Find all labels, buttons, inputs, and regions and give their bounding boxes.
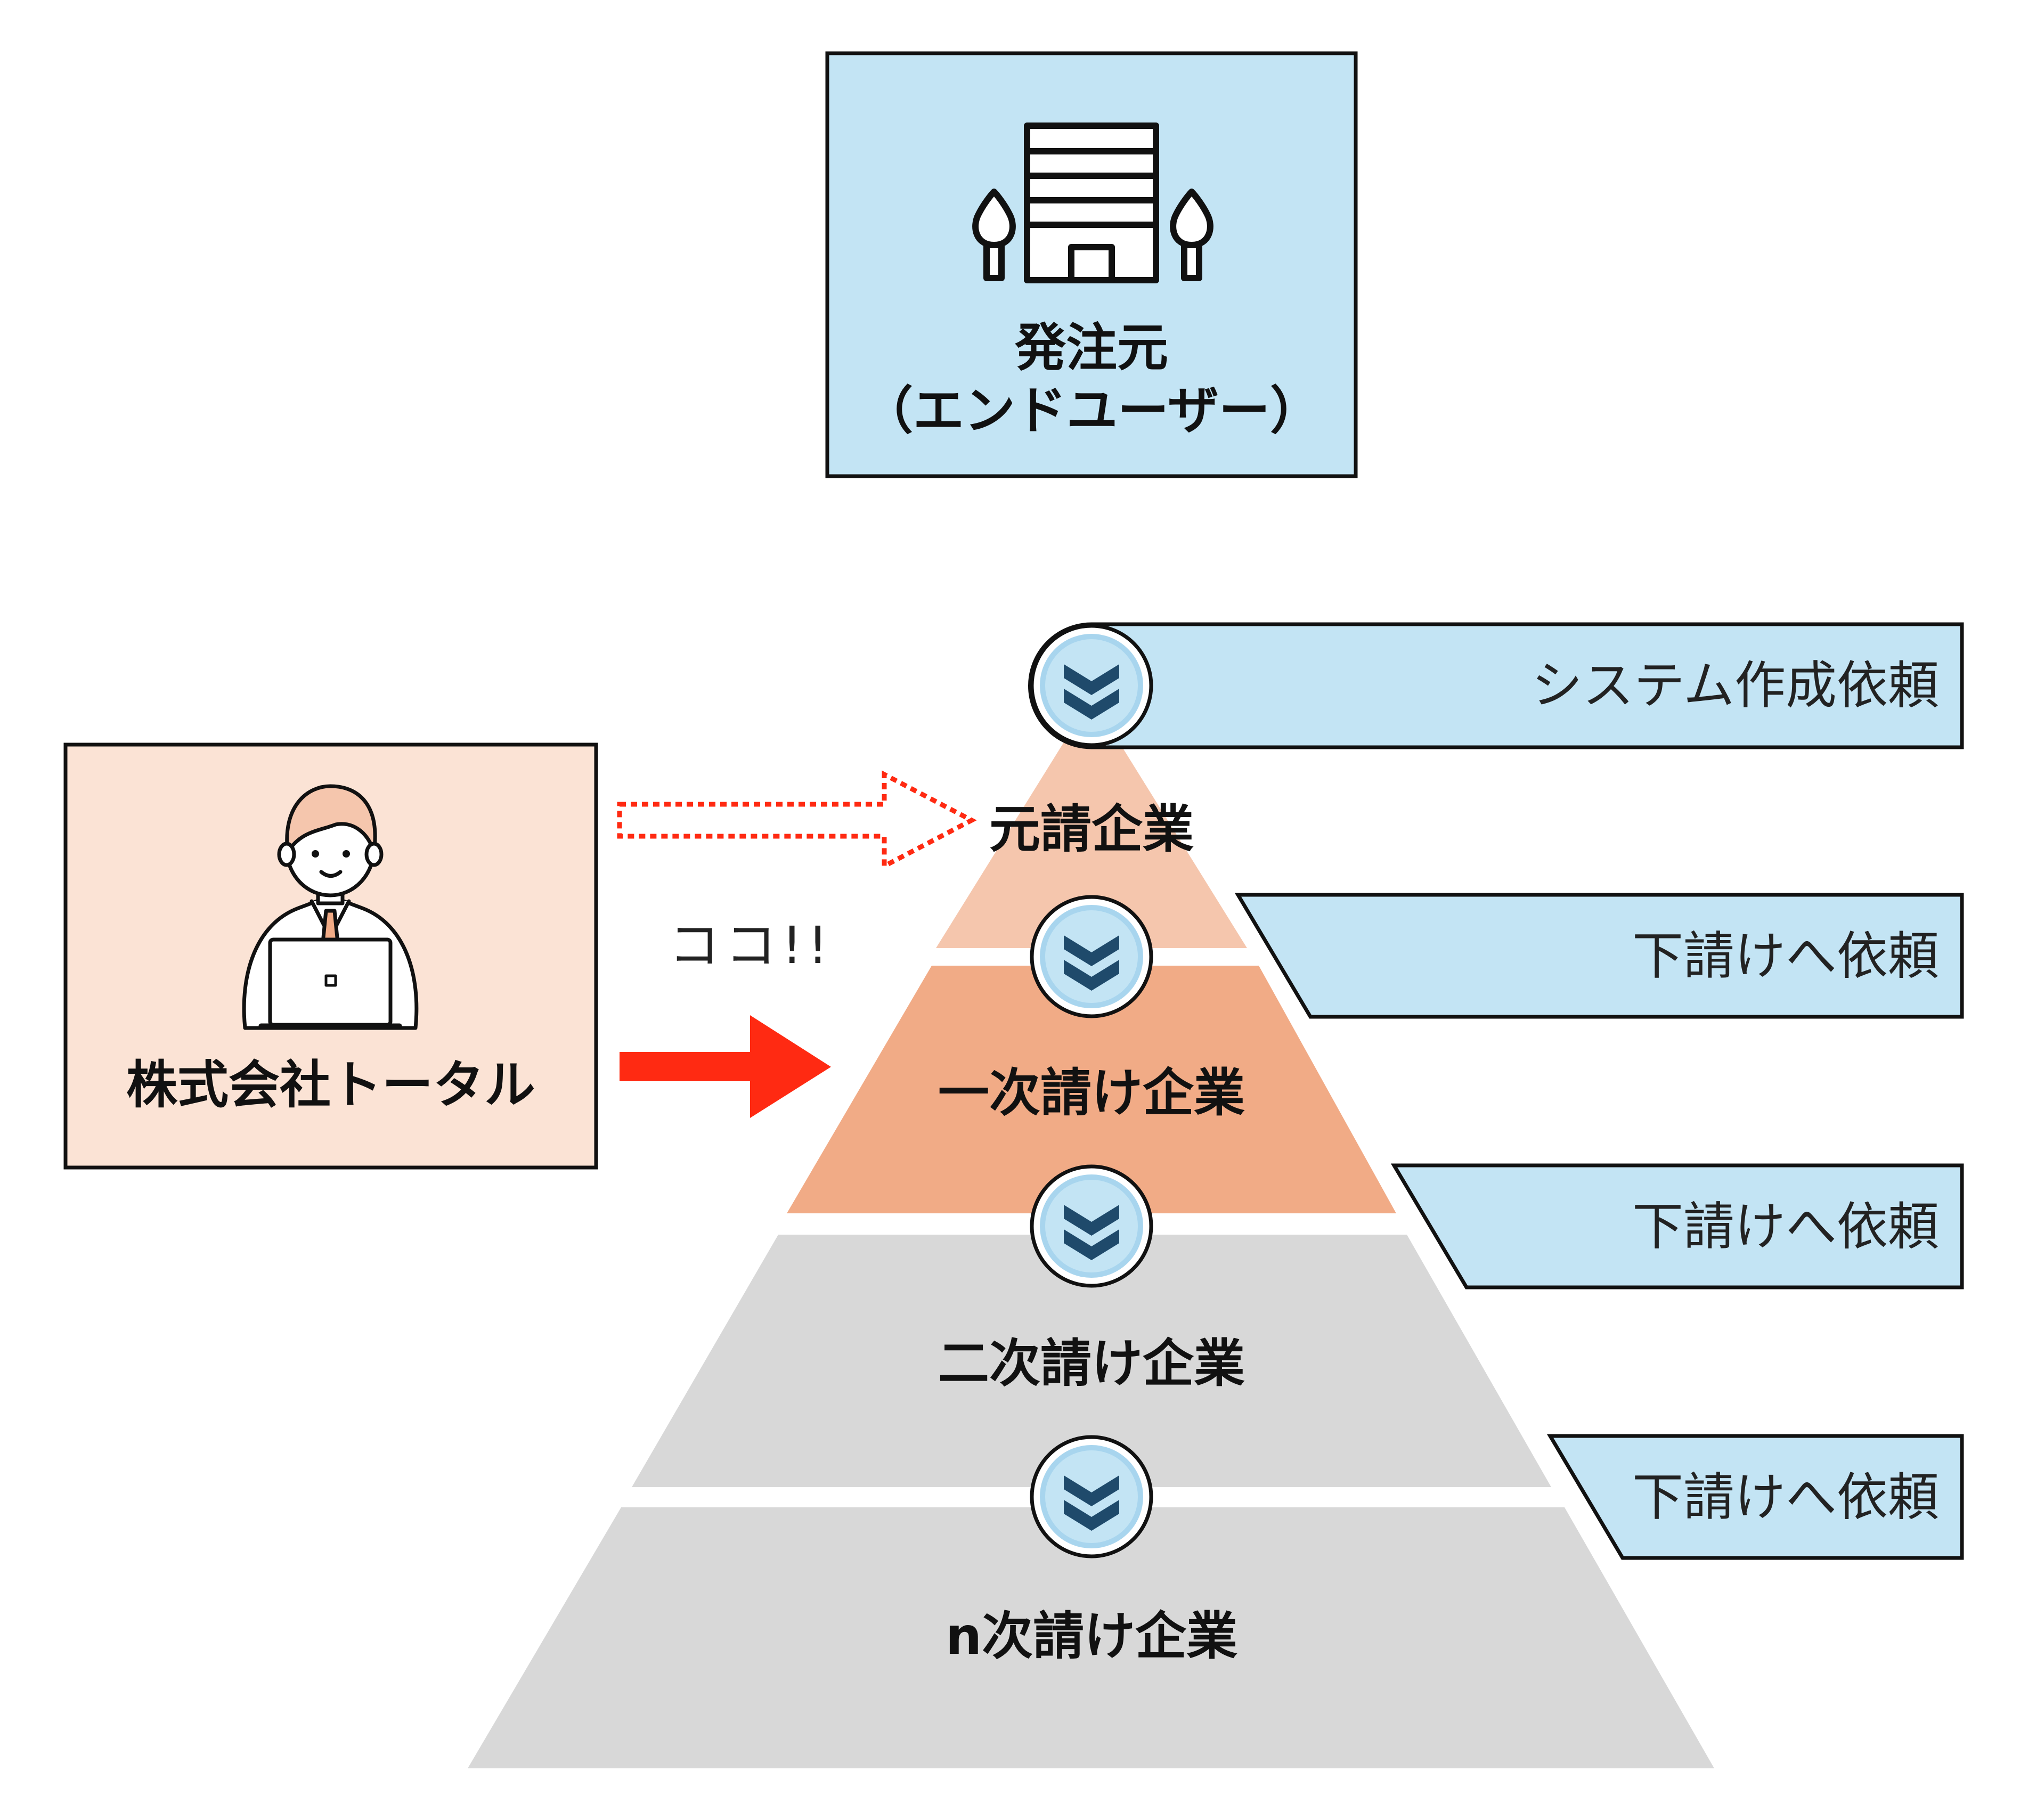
pyramid-level-label: n次請け企業 [946, 1606, 1237, 1666]
flow-label-banner [1546, 1434, 1964, 1560]
double-chevron-down-icon [1030, 1435, 1153, 1558]
pyramid-level-prime [936, 698, 1247, 948]
client-title: 発注元 [1015, 318, 1168, 378]
businessman-laptop-icon [242, 784, 419, 1030]
pyramid-level-second [632, 1235, 1551, 1487]
pyramid-level-nth [468, 1507, 1714, 1768]
company-box: 株式会社トータル [63, 742, 598, 1170]
solid-arrow [620, 1015, 831, 1118]
flow-label-banner [1390, 1163, 1964, 1289]
pyramid-level-first [787, 966, 1396, 1213]
flow-badges [1030, 624, 1153, 1558]
double-chevron-down-icon [1030, 895, 1153, 1018]
dotted-arrow [617, 770, 977, 870]
flow-label-text: システム作成依頼 [1532, 656, 1939, 715]
flow-label-text: 下請けへ依頼 [1632, 1197, 1939, 1256]
flow-labels: システム作成依頼 下請けへ依頼 下請けへ依頼 下請けへ依頼 [1028, 622, 1964, 1560]
here-annotation: ココ!! [669, 916, 834, 975]
client-box: 発注元 （エンドユーザー） [825, 51, 1358, 478]
pyramid-level-label: 二次請け企業 [938, 1334, 1245, 1393]
flow-label-text: 下請けへ依頼 [1632, 1467, 1939, 1527]
double-chevron-down-icon [1030, 1164, 1153, 1288]
flow-label-text: 下請けへ依頼 [1632, 926, 1939, 986]
pyramid-level-label: 元請企業 [989, 799, 1194, 859]
flow-label-banner [1234, 893, 1964, 1019]
client-subtitle: （エンドユーザー） [862, 381, 1321, 440]
pyramid-level-label: 一次請け企業 [938, 1063, 1245, 1123]
company-name: 株式会社トータル [126, 1055, 535, 1115]
double-chevron-down-icon [1030, 624, 1153, 747]
building-icon [972, 123, 1213, 283]
pyramid: 元請企業 一次請け企業 二次請け企業 n次請け企業 [468, 698, 1714, 1768]
